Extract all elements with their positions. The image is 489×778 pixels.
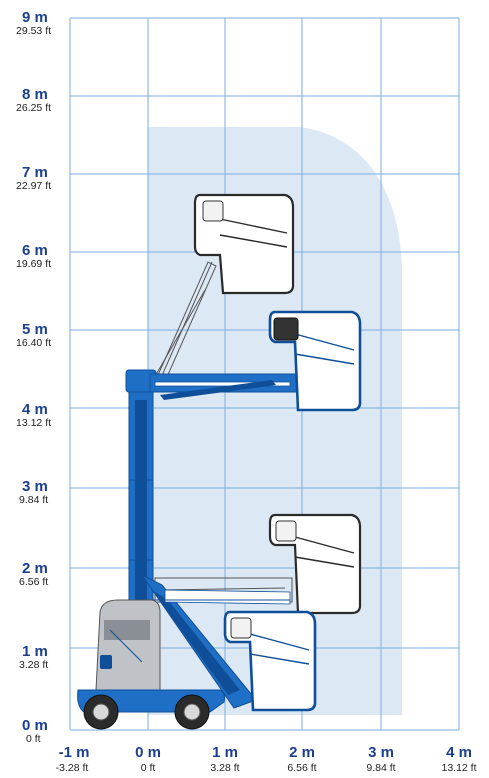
y-tick-label-ft: 3.28 ft (19, 659, 48, 671)
x-tick-label-m: 0 m (135, 744, 161, 761)
y-tick-label-m: 9 m (22, 9, 48, 26)
x-tick-label-m: 2 m (289, 744, 315, 761)
mast-inner (135, 400, 147, 600)
x-tick-label-ft: -3.28 ft (56, 762, 89, 774)
y-tick-label-m: 2 m (22, 560, 48, 577)
platform-basket-icon (193, 193, 295, 295)
control-box-icon (230, 617, 252, 639)
x-tick-label-ft: 3.28 ft (210, 762, 239, 774)
x-tick-label-ft: 13.12 ft (441, 762, 476, 774)
upper-jib (149, 373, 301, 400)
y-tick-label-m: 5 m (22, 321, 48, 338)
y-tick-label-m: 4 m (22, 401, 48, 418)
y-tick-label-ft: 19.69 ft (16, 258, 51, 270)
lower-jib (141, 574, 291, 709)
platform-basket-icon (223, 610, 317, 712)
wheel-icon (174, 694, 210, 730)
y-tick-label-ft: 16.40 ft (16, 337, 51, 349)
lift-illustration (77, 193, 362, 730)
control-box-icon (275, 520, 297, 542)
y-tick-label-m: 0 m (22, 717, 48, 734)
y-tick-label-m: 6 m (22, 242, 48, 259)
x-tick-label-m: -1 m (59, 744, 90, 761)
control-box-icon (202, 200, 224, 222)
platform-basket-icon (268, 310, 362, 412)
x-tick-label-m: 4 m (446, 744, 472, 761)
y-tick-label-ft: 6.56 ft (19, 576, 48, 588)
y-tick-label-m: 8 m (22, 86, 48, 103)
y-tick-label-ft: 22.97 ft (16, 180, 51, 192)
x-axis-labels: -1 m -3.28 ft 0 m 0 ft 1 m 3.28 ft 2 m 6… (56, 744, 477, 774)
y-tick-label-m: 1 m (22, 643, 48, 660)
x-tick-label-ft: 0 ft (141, 762, 156, 774)
x-tick-label-ft: 9.84 ft (366, 762, 395, 774)
y-tick-label-ft: 9.84 ft (19, 494, 48, 506)
y-tick-label-ft: 13.12 ft (16, 417, 51, 429)
y-axis-labels: 0 m 0 ft 1 m 3.28 ft 2 m 6.56 ft 3 m 9.8… (16, 9, 51, 745)
y-tick-label-m: 7 m (22, 164, 48, 181)
y-tick-label-ft: 26.25 ft (16, 102, 51, 114)
y-tick-label-ft: 29.53 ft (16, 25, 51, 37)
x-tick-label-m: 1 m (212, 744, 238, 761)
y-tick-label-ft: 0 ft (26, 733, 41, 745)
x-tick-label-m: 3 m (368, 744, 394, 761)
x-tick-label-ft: 6.56 ft (287, 762, 316, 774)
control-box-icon (273, 317, 299, 341)
wheel-icon (83, 694, 119, 730)
y-tick-label-m: 3 m (22, 478, 48, 495)
